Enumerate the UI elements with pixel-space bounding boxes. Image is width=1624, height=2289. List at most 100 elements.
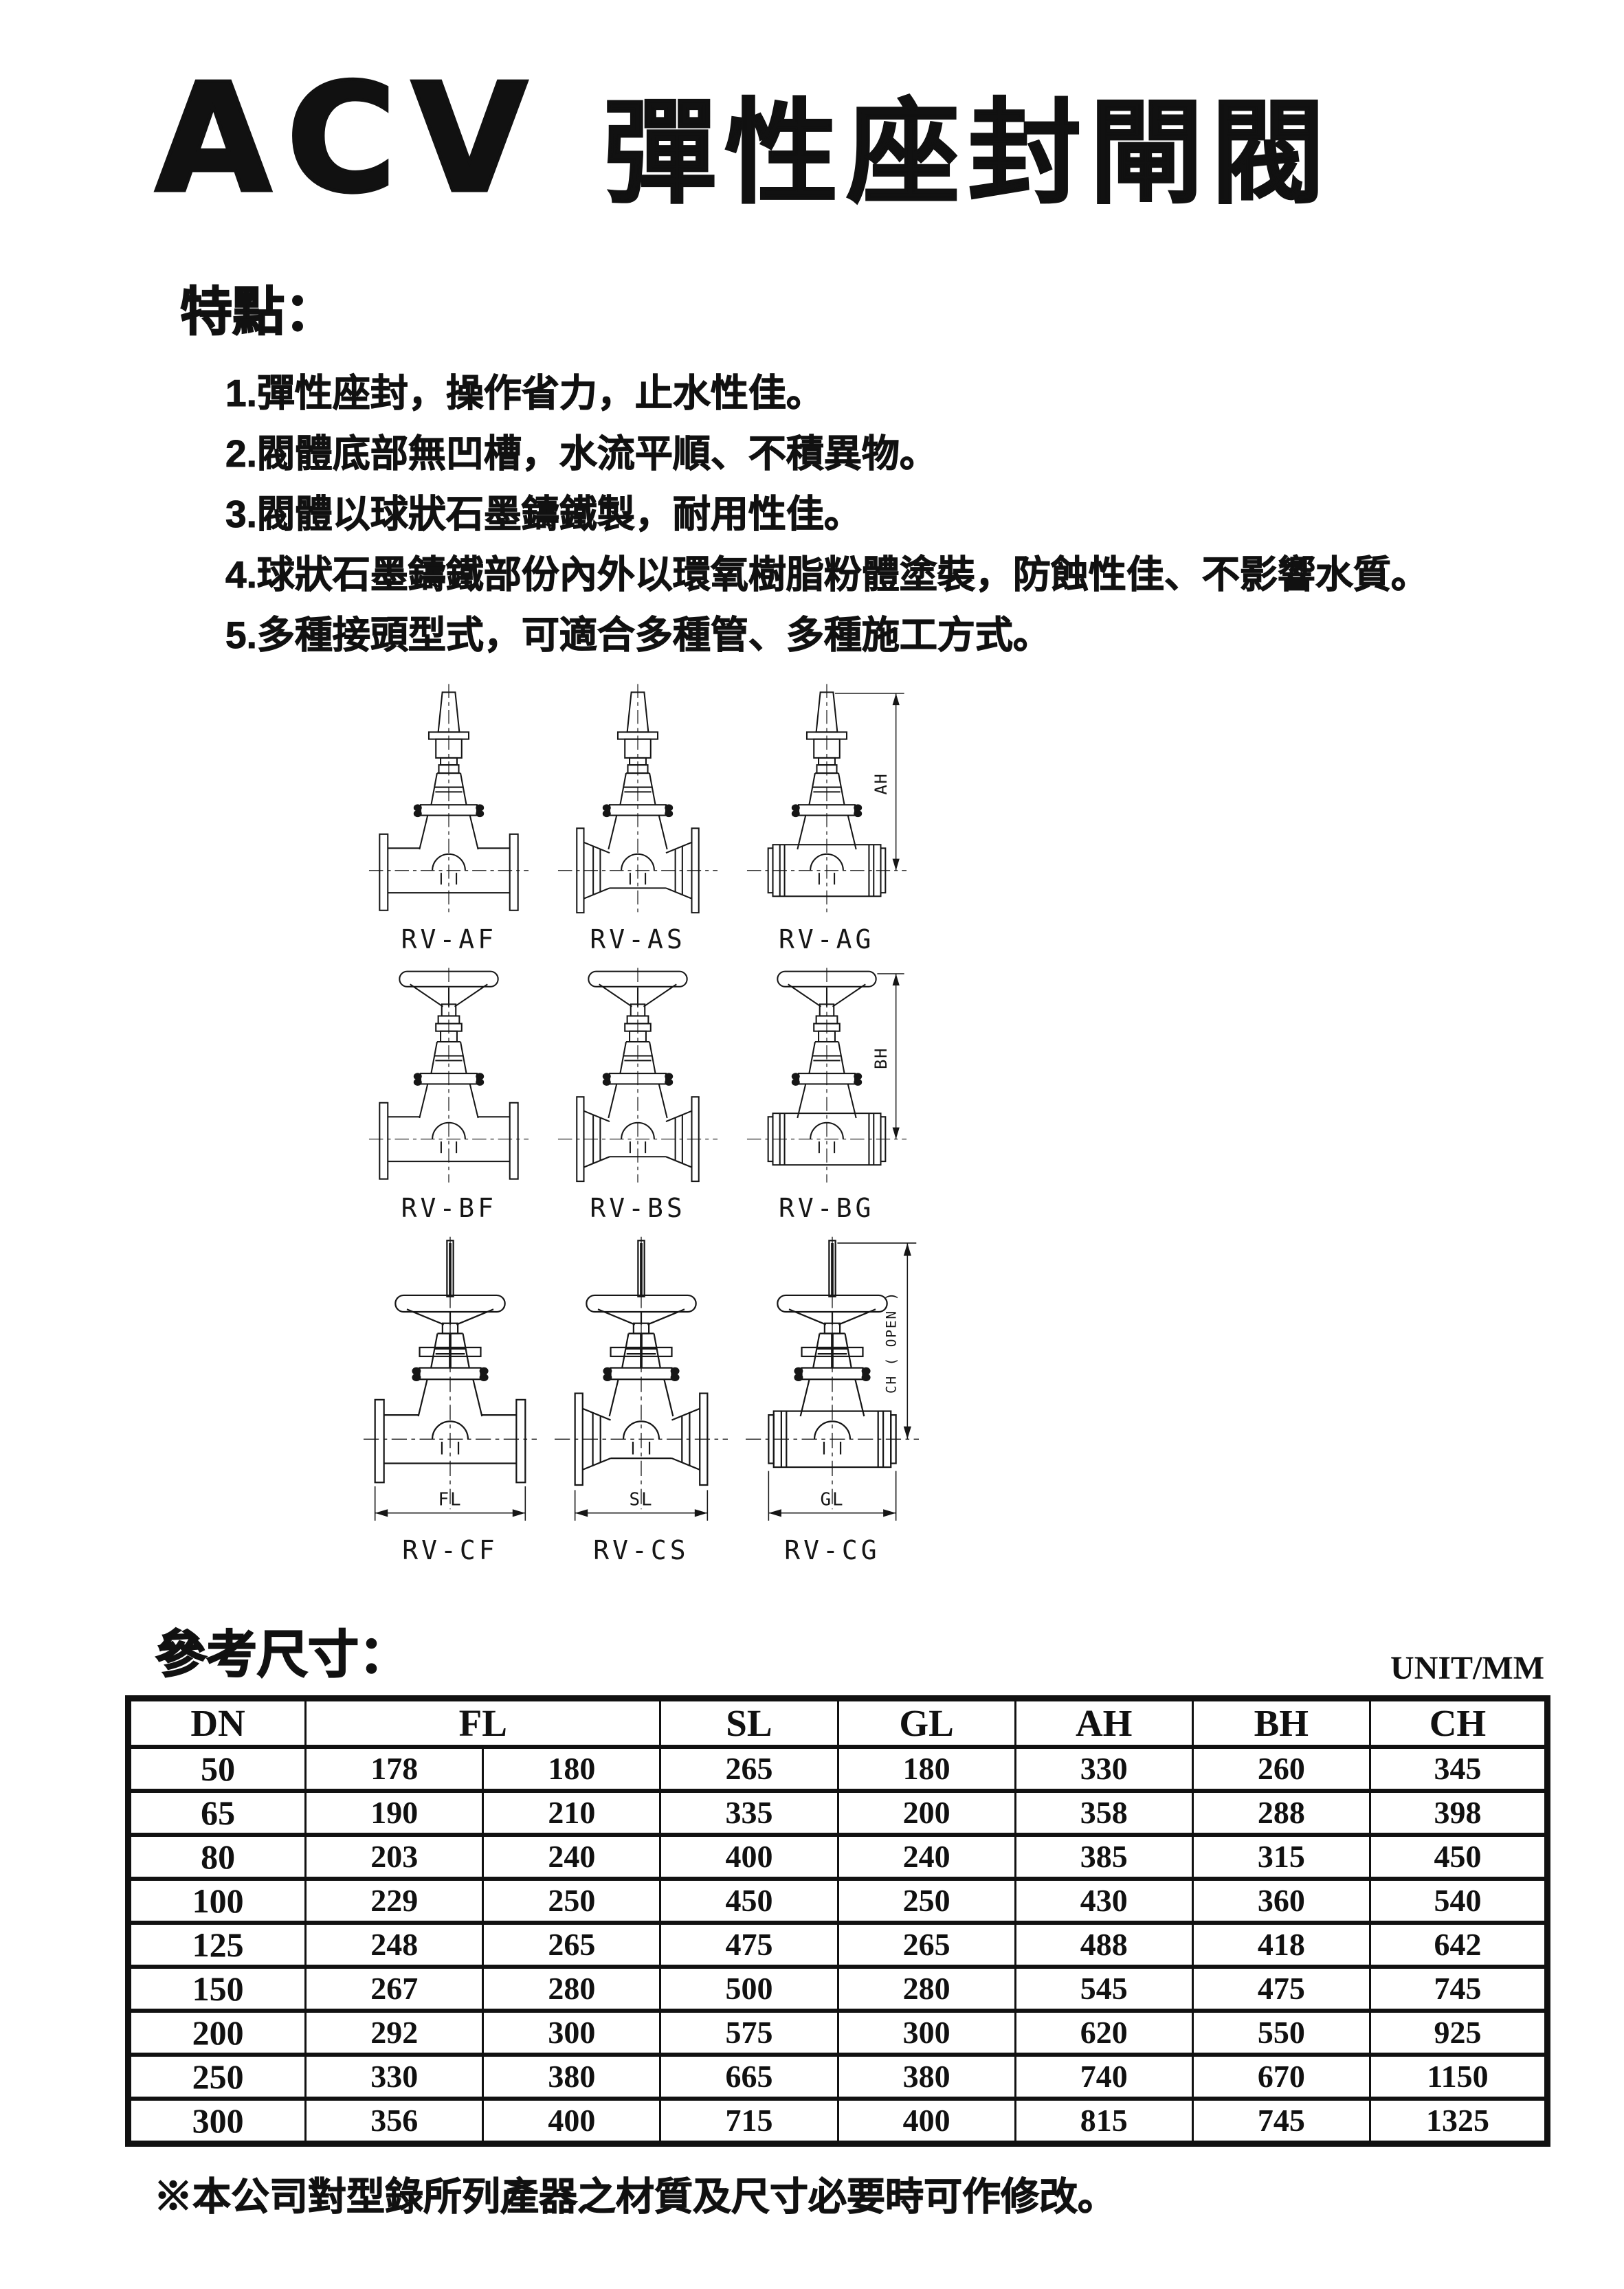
diagram-row-c: FL RV-CF SL RV-CS [355, 1234, 921, 1576]
table-cell: 300 [836, 2008, 1016, 2057]
table-row: 80 203 240 400 240 385 315 450 [126, 1832, 1549, 1881]
table-cell: 240 [482, 1832, 662, 1881]
col-header-ah: AH [1014, 1696, 1194, 1749]
feature-list: 1.彈性座封，操作省力，止水性佳。 2.閥體底部無凹槽，水流平順、不積異物。 3… [180, 345, 1624, 665]
table-cell: 380 [482, 2052, 662, 2101]
table-cell: 418 [1191, 1920, 1371, 1969]
table-cell: 265 [482, 1920, 662, 1969]
dimensions-heading: 參考尺寸： [155, 1625, 410, 1684]
rv-bf-drawing [369, 968, 529, 1183]
table-cell: 500 [659, 1964, 839, 2013]
bh-dimension: BH [871, 972, 904, 1139]
table-cell: 540 [1368, 1876, 1549, 1925]
diagram-row-b: RV-BF RV-BS BH [355, 965, 921, 1234]
dimensions-header-row: 參考尺寸： UNIT/MM [0, 1576, 1624, 1695]
table-cell: 200 [836, 1788, 1016, 1837]
table-cell: 740 [1014, 2052, 1194, 2101]
feature-item-5: 5.多種接頭型式，可適合多種管、多種施工方式。 [225, 613, 1052, 656]
rv-as-drawing [557, 684, 718, 914]
valve-diagram-rv-cs: SL RV-CS [546, 1234, 737, 1565]
table-cell: 398 [1368, 1788, 1549, 1837]
table-cell: 210 [482, 1788, 662, 1837]
table-row: 50 178 180 265 180 330 260 345 [126, 1744, 1549, 1793]
col-header-dn: DN [126, 1696, 307, 1749]
table-cell: 330 [1014, 1744, 1194, 1793]
table-cell: 330 [304, 2052, 485, 2101]
table-cell: 620 [1014, 2008, 1194, 2057]
table-cell: 665 [659, 2052, 839, 2101]
valve-diagram-rv-af: RV-AF [355, 682, 544, 954]
valve-diagram-rv-cf: FL RV-CF [355, 1234, 546, 1565]
features-section: 特點： 1.彈性座封，操作省力，止水性佳。 2.閥體底部無凹槽，水流平順、不積異… [0, 213, 1624, 665]
rv-ag-drawing: AH [746, 684, 906, 914]
table-row: 65 190 210 335 200 358 288 398 [126, 1788, 1549, 1837]
table-cell: 203 [304, 1832, 485, 1881]
valve-model-label: RV-BF [401, 1192, 498, 1223]
table-cell: 248 [304, 1920, 485, 1969]
table-cell: 642 [1368, 1920, 1549, 1969]
table-cell: 670 [1191, 2052, 1371, 2101]
dimensions-table: DN FL SL GL AH BH CH 50 178 180 265 180 … [125, 1695, 1550, 2147]
col-header-sl: SL [659, 1696, 839, 1749]
feature-item-2: 2.閥體底部無凹槽，水流平順、不積異物。 [225, 432, 938, 475]
table-row: 250 330 380 665 380 740 670 1150 [126, 2052, 1549, 2101]
valve-model-label: RV-AF [401, 924, 498, 954]
rv-cs-drawing: SL [555, 1236, 728, 1521]
table-cell: 360 [1191, 1876, 1371, 1925]
table-cell: 575 [659, 2008, 839, 2057]
col-header-gl: GL [836, 1696, 1016, 1749]
table-row: 200 292 300 575 300 620 550 925 [126, 2008, 1549, 2057]
features-heading: 特點： [179, 282, 337, 342]
col-header-ch: CH [1368, 1696, 1549, 1749]
table-cell: 545 [1014, 1964, 1194, 2013]
table-cell: 1325 [1368, 2096, 1549, 2146]
table-cell: 229 [304, 1876, 485, 1925]
table-cell: 450 [659, 1876, 839, 1925]
valve-model-label: RV-CG [784, 1534, 880, 1565]
table-cell: 385 [1014, 1832, 1194, 1881]
table-cell: 80 [126, 1832, 307, 1881]
table-cell: 65 [126, 1788, 307, 1837]
table-cell: 200 [126, 2008, 307, 2057]
gl-dimension: GL [768, 1471, 897, 1521]
diagram-row-a: RV-AF RV-AS AH [355, 682, 921, 965]
valve-diagram-rv-as: RV-AS [544, 682, 733, 954]
table-cell: 265 [836, 1920, 1016, 1969]
table-cell: 178 [304, 1744, 485, 1793]
rv-af-drawing [369, 684, 529, 914]
table-cell: 315 [1191, 1832, 1371, 1881]
ch-dimension: CH ( OPEN ) [837, 1242, 917, 1439]
feature-item-3: 3.閥體以球狀石墨鑄鐵製，耐用性佳。 [225, 492, 863, 535]
ch-dim-label: CH ( OPEN ) [884, 1291, 900, 1394]
ah-dim-label: AH [871, 772, 891, 794]
table-cell: 745 [1368, 1964, 1549, 2013]
valve-diagram-rv-bs: RV-BS [544, 965, 733, 1223]
valve-model-label: RV-CS [593, 1534, 689, 1565]
table-cell: 100 [126, 1876, 307, 1925]
table-cell: 240 [836, 1832, 1016, 1881]
valve-model-label: RV-BG [778, 1192, 875, 1223]
table-cell: 250 [836, 1876, 1016, 1925]
table-cell: 715 [659, 2096, 839, 2146]
table-cell: 400 [659, 1832, 839, 1881]
table-cell: 267 [304, 1964, 485, 2013]
table-cell: 475 [1191, 1964, 1371, 2013]
col-header-fl: FL [304, 1696, 662, 1749]
table-cell: 925 [1368, 2008, 1549, 2057]
ah-dimension: AH [834, 692, 904, 871]
table-cell: 300 [126, 2096, 307, 2146]
table-cell: 280 [836, 1964, 1016, 2013]
table-header-row: DN FL SL GL AH BH CH [126, 1696, 1549, 1749]
table-cell: 265 [659, 1744, 839, 1793]
rv-cg-drawing: GL CH ( OPEN ) [746, 1236, 919, 1521]
table-row: 150 267 280 500 280 545 475 745 [126, 1964, 1549, 2013]
valve-model-label: RV-AG [778, 924, 875, 954]
table-cell: 745 [1191, 2096, 1371, 2146]
table-row: 125 248 265 475 265 488 418 642 [126, 1920, 1549, 1969]
table-cell: 380 [836, 2052, 1016, 2101]
table-cell: 250 [482, 1876, 662, 1925]
valve-diagram-rv-bg: BH RV-BG [732, 965, 921, 1223]
table-cell: 280 [482, 1964, 662, 2013]
sl-dim-label: SL [630, 1489, 654, 1510]
table-cell: 190 [304, 1788, 485, 1837]
